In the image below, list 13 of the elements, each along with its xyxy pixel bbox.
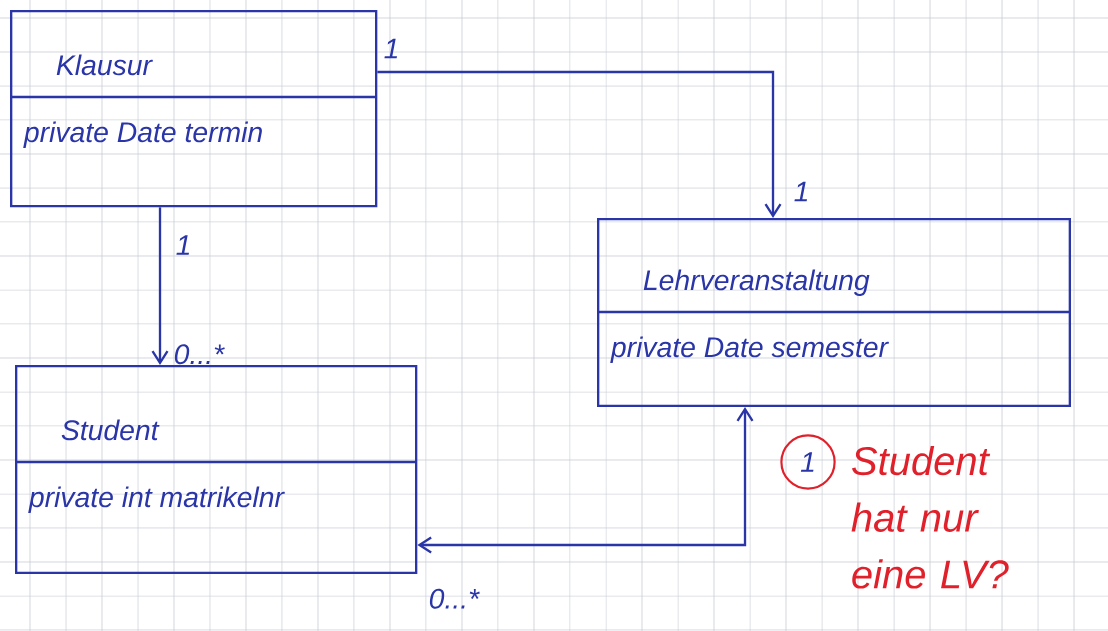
class-box: Lehrveranstaltung private Date semester (597, 218, 1071, 407)
arrow (151, 207, 169, 365)
multiplicity: 1 (176, 235, 190, 255)
arrow (377, 70, 782, 218)
arrow (417, 407, 754, 554)
circled-multiplicity: 1 (780, 434, 836, 490)
multiplicity: 0...* (174, 344, 225, 365)
class-box: Klausur private Date termin (10, 10, 378, 208)
multiplicity: 1 (384, 38, 398, 59)
class-box: Student private int matrikelnr (15, 365, 418, 574)
multiplicity: 1 (794, 181, 808, 202)
multiplicity: 0...* (429, 588, 480, 609)
handwritten-note: Student hat nur eine LV? (851, 445, 1009, 589)
